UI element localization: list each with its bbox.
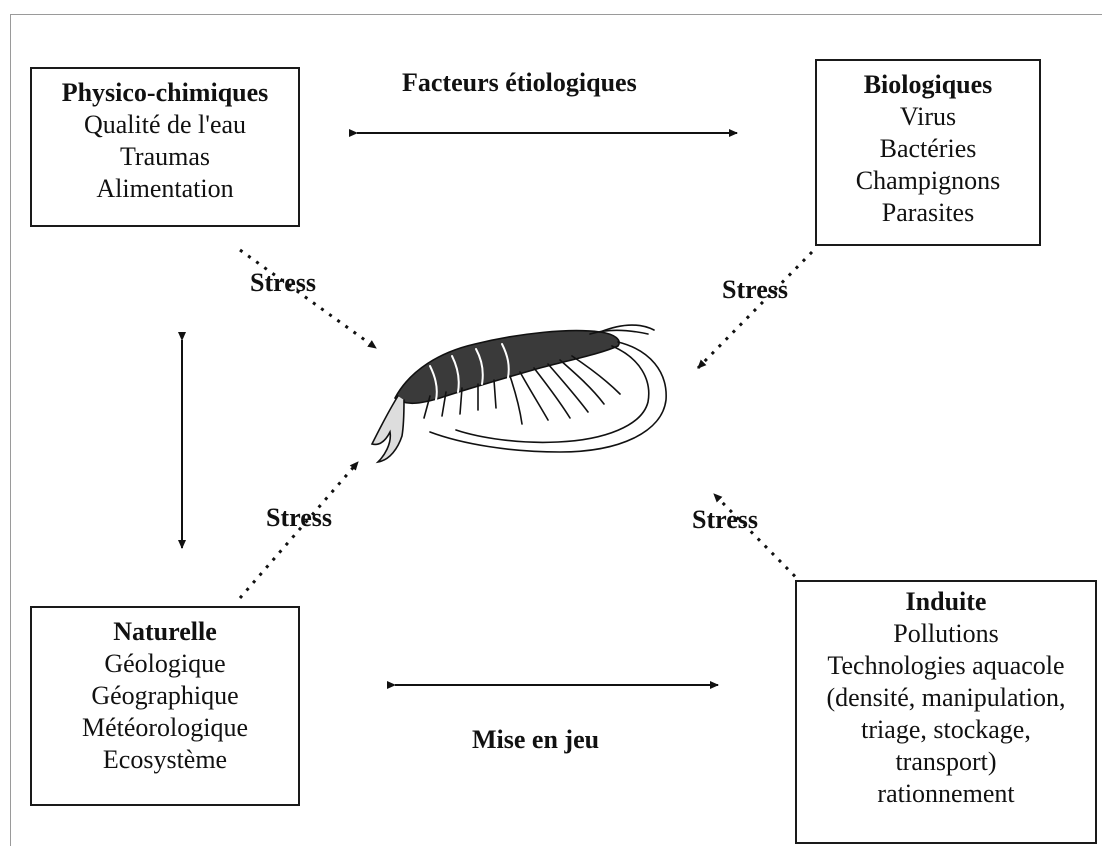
header-label: Facteurs étiologiques: [402, 68, 637, 98]
box-item: Qualité de l'eau: [32, 109, 298, 141]
box-title: Physico-chimiques: [32, 77, 298, 109]
box-title: Induite: [797, 586, 1095, 618]
stress-arrow-top-right: [698, 252, 812, 368]
box-item: transport): [797, 746, 1095, 778]
box-item: (densité, manipulation,: [797, 682, 1095, 714]
box-item: triage, stockage,: [797, 714, 1095, 746]
box-item: Champignons: [817, 165, 1039, 197]
box-item: Géographique: [32, 680, 298, 712]
stress-label-top-left: Stress: [250, 268, 316, 298]
box-item: Pollutions: [797, 618, 1095, 650]
stress-label-bottom-left: Stress: [266, 503, 332, 533]
box-item: rationnement: [797, 778, 1095, 810]
box-item: Météorologique: [32, 712, 298, 744]
box-item: Virus: [817, 101, 1039, 133]
box-item: Ecosystème: [32, 744, 298, 776]
box-physico-chimiques: Physico-chimiques Qualité de l'eau Traum…: [30, 67, 300, 227]
box-biologiques: Biologiques Virus Bactéries Champignons …: [815, 59, 1041, 246]
box-item: Bactéries: [817, 133, 1039, 165]
stress-arrow-top-left: [240, 250, 376, 348]
box-item: Technologies aquacole: [797, 650, 1095, 682]
stress-label-top-right: Stress: [722, 275, 788, 305]
box-title: Naturelle: [32, 616, 298, 648]
box-item: Parasites: [817, 197, 1039, 229]
stress-label-bottom-right: Stress: [692, 505, 758, 535]
shrimp-icon: [372, 325, 666, 462]
box-induite: Induite Pollutions Technologies aquacole…: [795, 580, 1097, 844]
box-item: Traumas: [32, 141, 298, 173]
box-item: Géologique: [32, 648, 298, 680]
box-item: Alimentation: [32, 173, 298, 205]
box-title: Biologiques: [817, 69, 1039, 101]
footer-label: Mise en jeu: [472, 725, 599, 755]
box-naturelle: Naturelle Géologique Géographique Météor…: [30, 606, 300, 806]
